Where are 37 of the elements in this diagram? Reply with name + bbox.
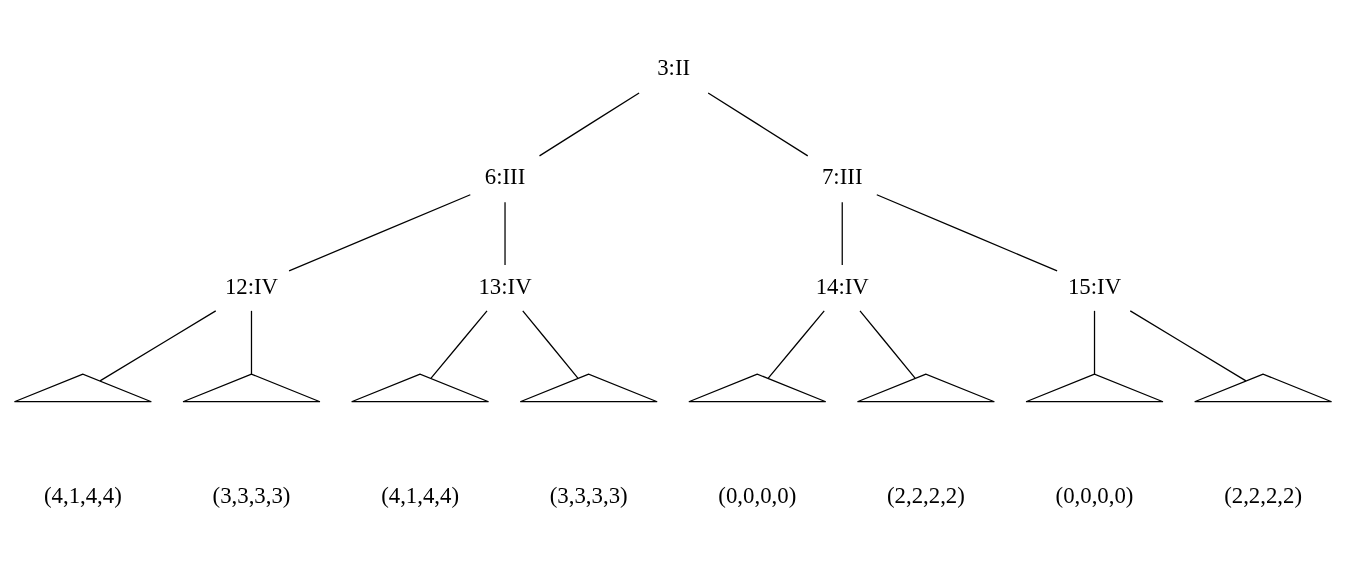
node-triangle xyxy=(182,373,321,403)
connector xyxy=(707,92,809,157)
connector xyxy=(859,310,916,379)
connector xyxy=(1129,310,1247,382)
node-label: (3,3,3,3) xyxy=(549,482,628,508)
node-label: (0,0,0,0) xyxy=(718,482,797,508)
node-label: (4,1,4,4) xyxy=(43,482,122,508)
node-triangle xyxy=(688,373,827,403)
connector xyxy=(99,310,217,382)
node-triangle xyxy=(351,373,490,403)
node-label: (2,2,2,2) xyxy=(886,482,965,508)
node-text: 6:III xyxy=(484,164,526,190)
node-label: (2,2,2,2) xyxy=(1224,482,1303,508)
node-text: 3:II xyxy=(657,55,691,81)
connector xyxy=(538,92,640,157)
node-triangle xyxy=(13,373,152,403)
node-text: 14:IV xyxy=(815,273,869,299)
node-triangle xyxy=(856,373,995,403)
node-label: (0,0,0,0) xyxy=(1055,482,1134,508)
node-text: 15:IV xyxy=(1067,273,1122,299)
connector xyxy=(504,201,506,266)
node-triangle xyxy=(1025,373,1164,403)
connector xyxy=(522,310,579,379)
connector xyxy=(1093,310,1096,375)
connector xyxy=(430,310,488,379)
connector xyxy=(288,194,471,272)
node-text: 13:IV xyxy=(478,273,532,299)
node-triangle xyxy=(519,373,658,403)
node-text: 7:III xyxy=(821,164,863,190)
connector xyxy=(767,310,825,379)
node-text: 12:IV xyxy=(224,273,279,299)
node-label: (4,1,4,4) xyxy=(381,482,460,508)
node-label: (3,3,3,3) xyxy=(212,482,291,508)
connector xyxy=(250,310,253,375)
node-triangle xyxy=(1194,373,1333,403)
connector xyxy=(841,201,843,266)
connector xyxy=(876,194,1058,272)
